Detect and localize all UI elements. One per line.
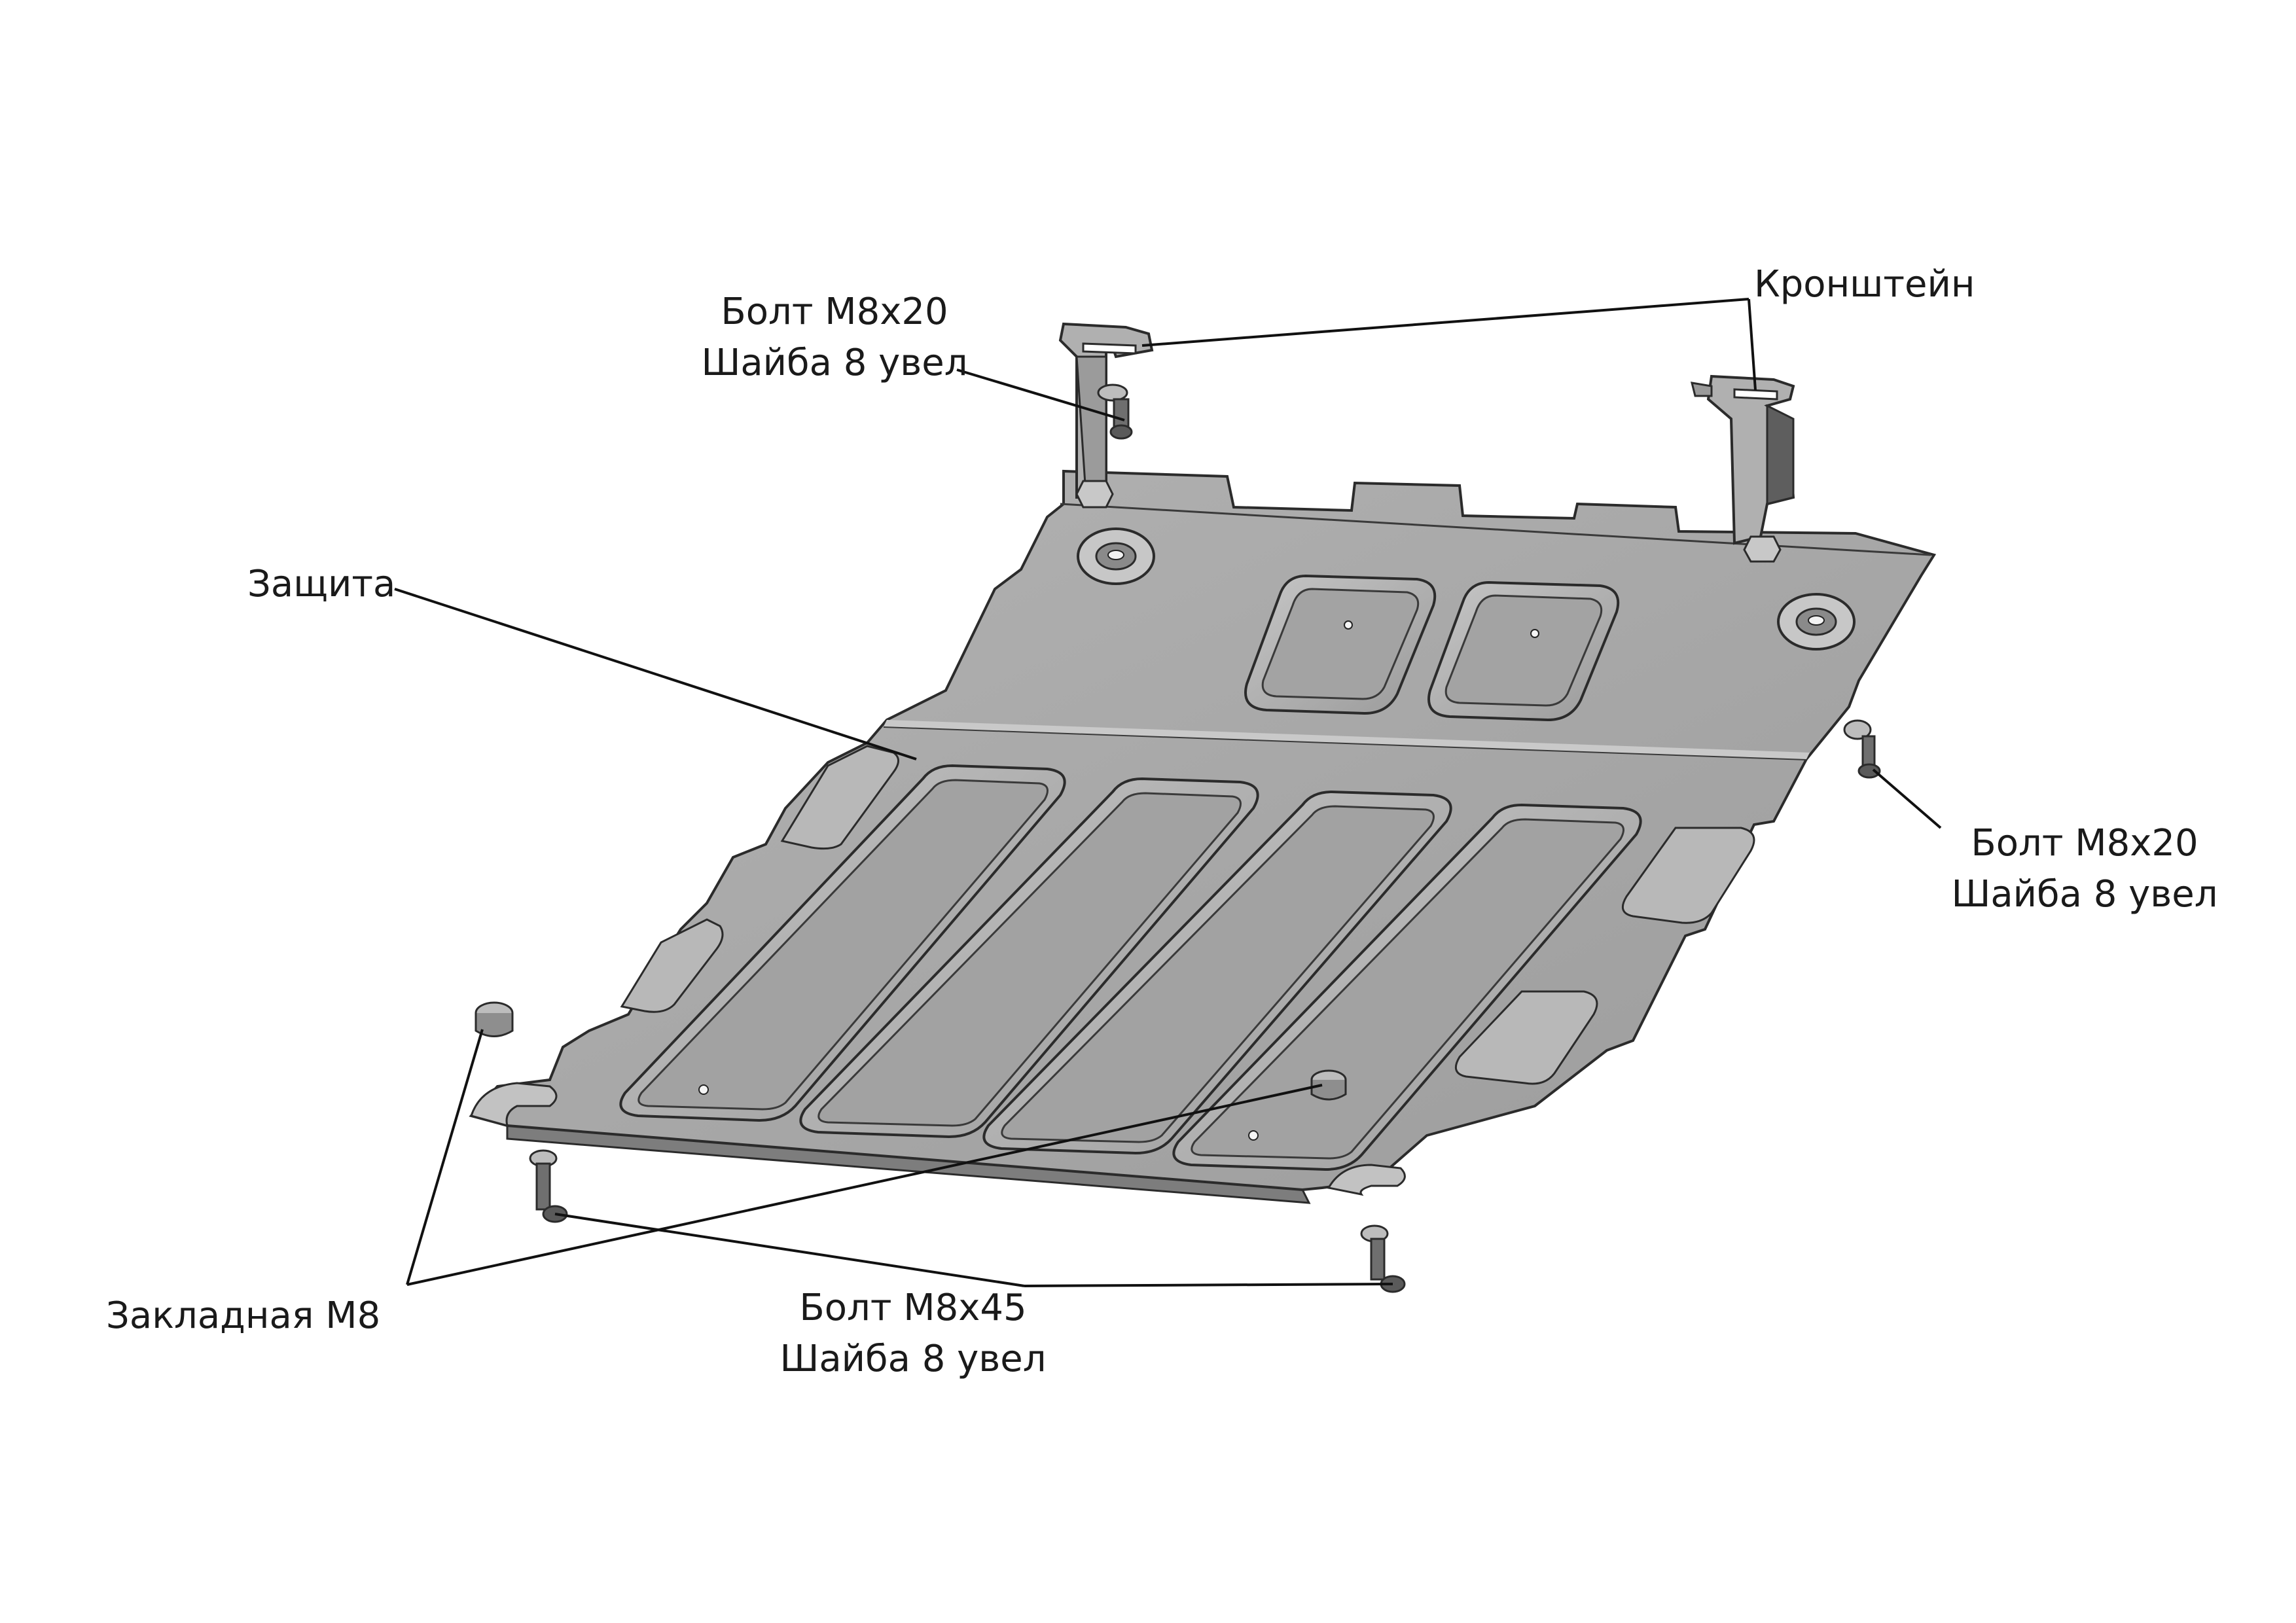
- leader-bolt-bottom-right: [1024, 1283, 1393, 1287]
- leader-bracket-left: [1141, 298, 1749, 347]
- label-bolt-right-line1: Болт М8х20: [1971, 822, 2198, 865]
- leader-bracket-right: [1748, 298, 1757, 391]
- plate-fold-shade: [884, 720, 1810, 759]
- label-bolt-top-left-line2: Шайба 8 увел: [701, 342, 968, 384]
- side-stamping-left-2: [620, 918, 724, 1013]
- insert-left: [475, 1001, 514, 1037]
- leader-shield: [394, 588, 917, 760]
- front-slot-right: [1327, 1164, 1406, 1196]
- bracket-right: [1690, 374, 1795, 545]
- nut-bracket-left: [1075, 480, 1114, 508]
- plate-rear-lip: [1060, 503, 1931, 556]
- label-bolt-bottom-line1: Болт М8х45: [799, 1287, 1027, 1329]
- label-bolt-right-line2: Шайба 8 увел: [1951, 873, 2218, 916]
- nut-bracket-right: [1743, 535, 1782, 563]
- label-bolt-bottom-line2: Шайба 8 увел: [780, 1338, 1047, 1380]
- bolt-bottom-right: [1360, 1224, 1406, 1293]
- label-bolt-top-left-line1: Болт М8х20: [721, 291, 948, 333]
- leader-bolt-top-left: [956, 368, 1125, 421]
- leader-insert-right: [406, 1084, 1323, 1286]
- bolt-bottom-left: [529, 1149, 568, 1223]
- shield-plate: [469, 469, 1937, 1204]
- side-stamping-right-2: [1454, 990, 1598, 1085]
- side-stamping-right-1: [1621, 827, 1755, 924]
- label-bolt-bottom: Болт М8х45 Шайба 8 увел: [759, 1283, 1067, 1385]
- label-bracket: Кронштейн: [1754, 259, 1975, 310]
- bolt-top-left: [1097, 383, 1133, 440]
- stamping-long-4: [1172, 803, 1642, 1171]
- label-shield-text: Защита: [247, 563, 396, 605]
- stamping-long-2: [799, 777, 1259, 1139]
- label-shield: Защита: [247, 559, 395, 610]
- label-bolt-right: Болт М8х20 Шайба 8 увел: [1924, 818, 2245, 920]
- label-insert: Закладная М8: [106, 1291, 380, 1342]
- side-stamping-left-1: [780, 745, 899, 850]
- mounting-hole-right: [1777, 593, 1856, 651]
- front-slot-left: [470, 1082, 558, 1128]
- mounting-hole-left: [1077, 527, 1155, 585]
- bolt-right: [1843, 719, 1881, 779]
- label-bracket-text: Кронштейн: [1754, 263, 1975, 306]
- leader-insert-left: [406, 1029, 484, 1285]
- label-bolt-top-left: Болт М8х20 Шайба 8 увел: [681, 287, 988, 389]
- stamping-long-3: [982, 790, 1452, 1155]
- leader-bolt-bottom-left: [554, 1213, 1025, 1287]
- leader-lines: [394, 298, 1942, 1287]
- stamping-top-left: [1244, 574, 1437, 715]
- stamping-top-right: [1427, 580, 1620, 722]
- leader-bolt-right: [1872, 768, 1942, 829]
- stamping-long-1: [619, 764, 1066, 1122]
- label-insert-text: Закладная М8: [106, 1294, 381, 1337]
